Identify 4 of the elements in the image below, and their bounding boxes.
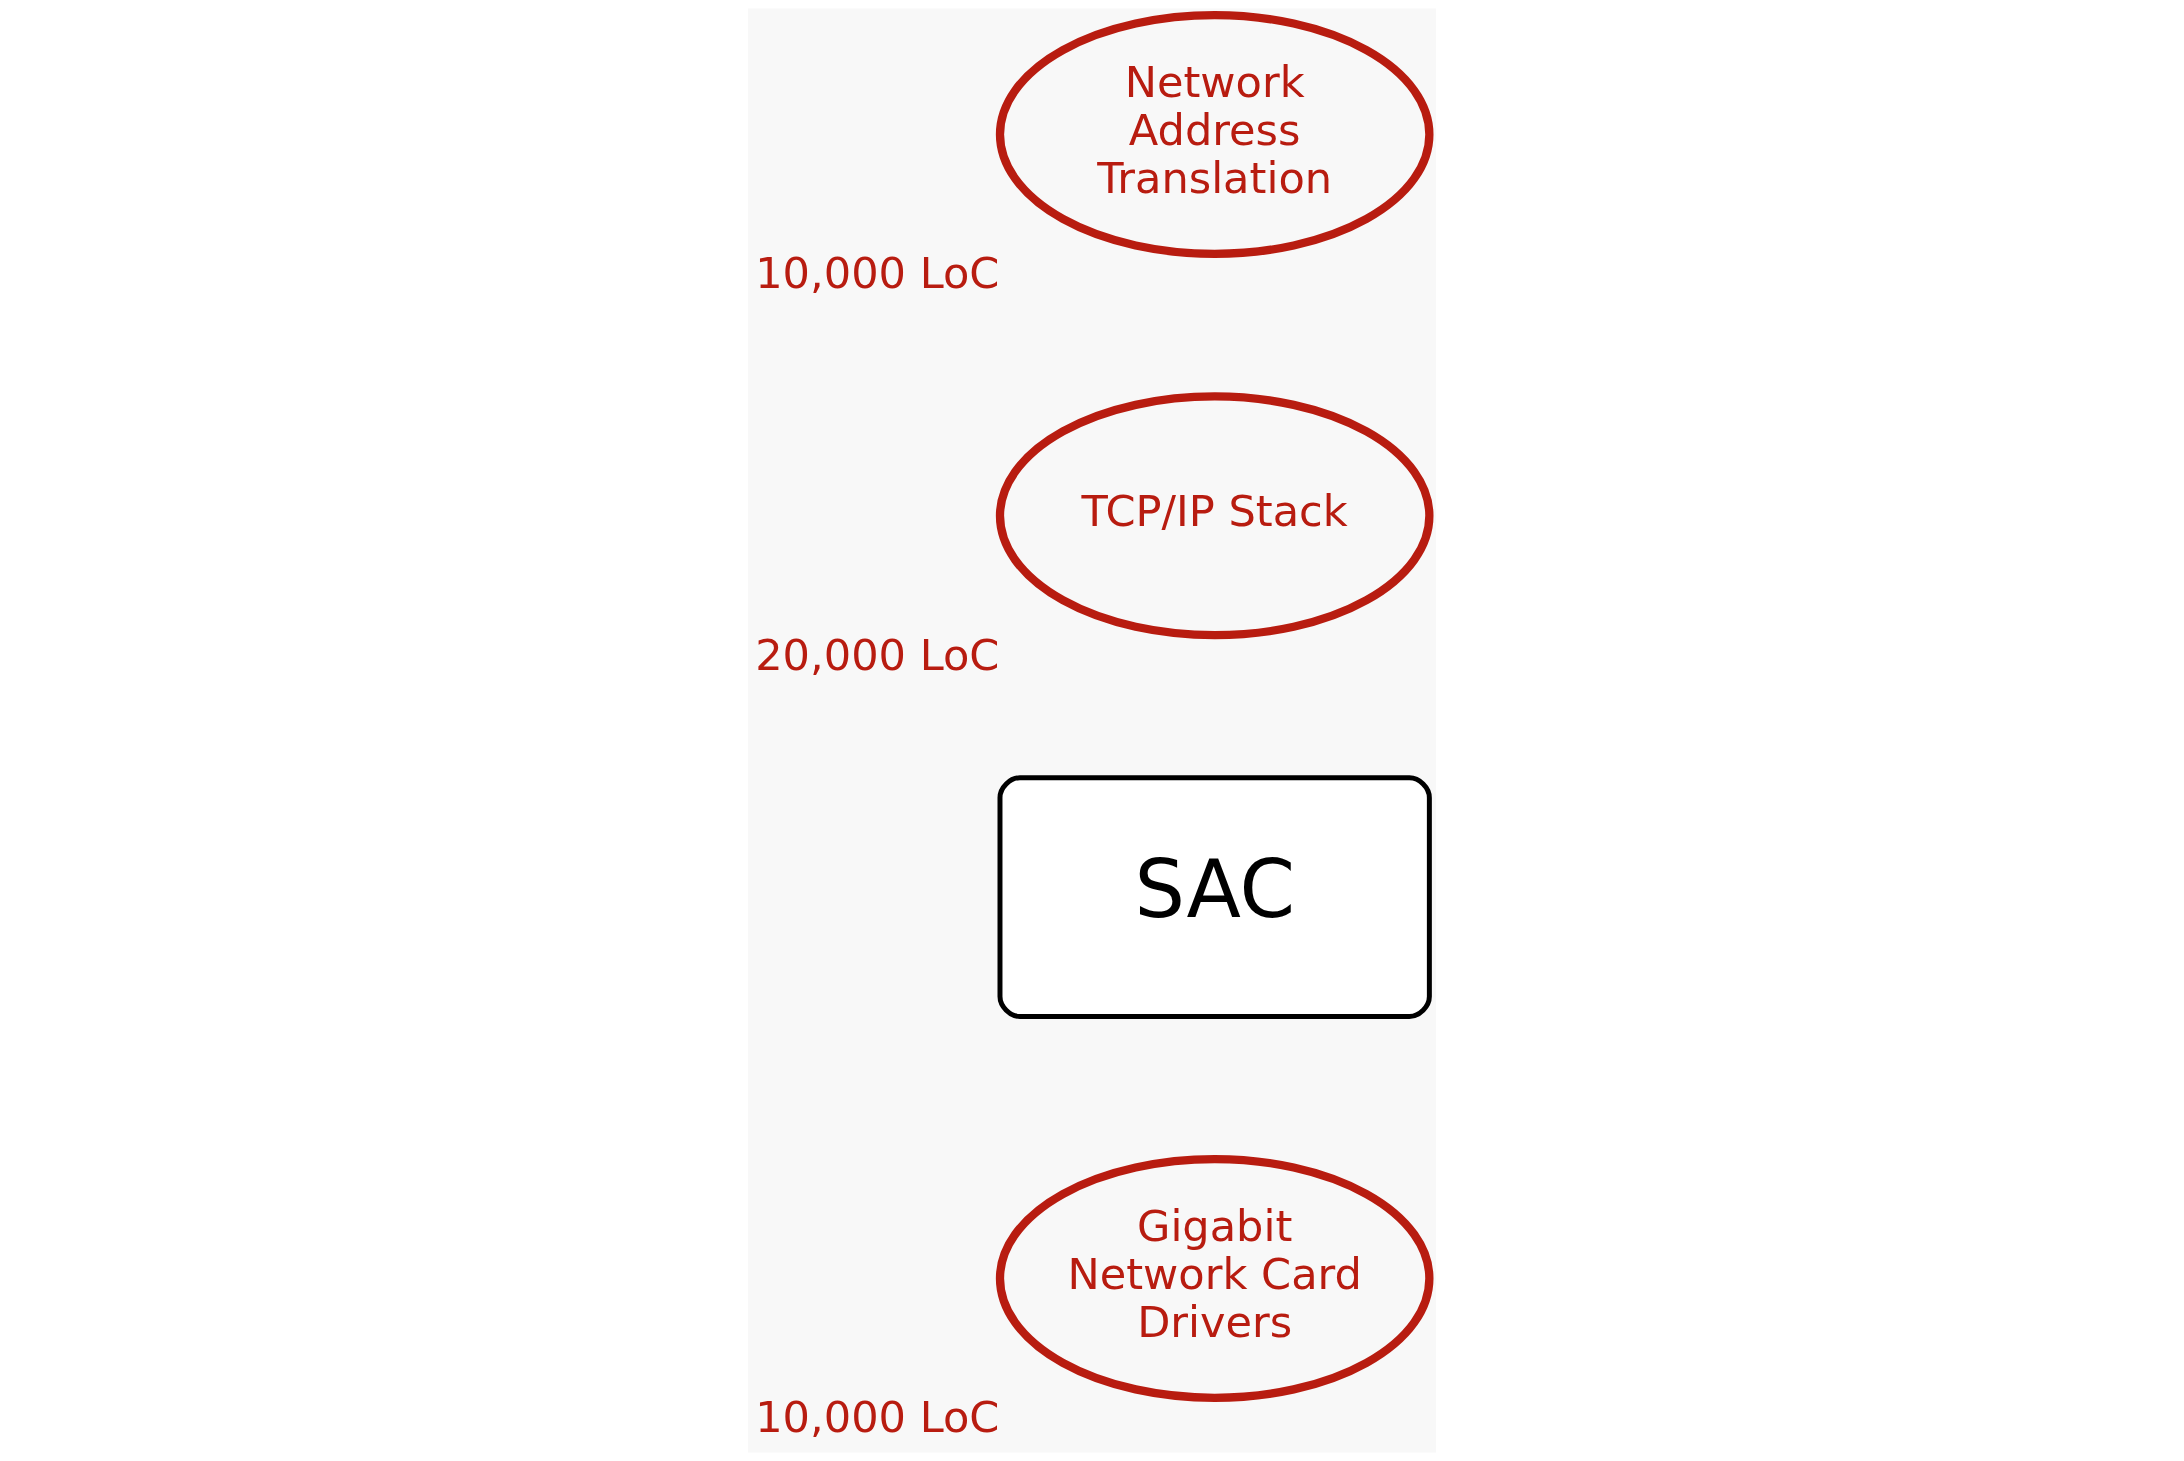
node-ellipse: Gigabit Network Card Drivers <box>995 1154 1434 1402</box>
node-ellipse: Network Address Translation <box>995 11 1434 258</box>
node-ellipse: TCP/IP Stack <box>995 392 1434 640</box>
node-box: SAC <box>997 775 1432 1019</box>
